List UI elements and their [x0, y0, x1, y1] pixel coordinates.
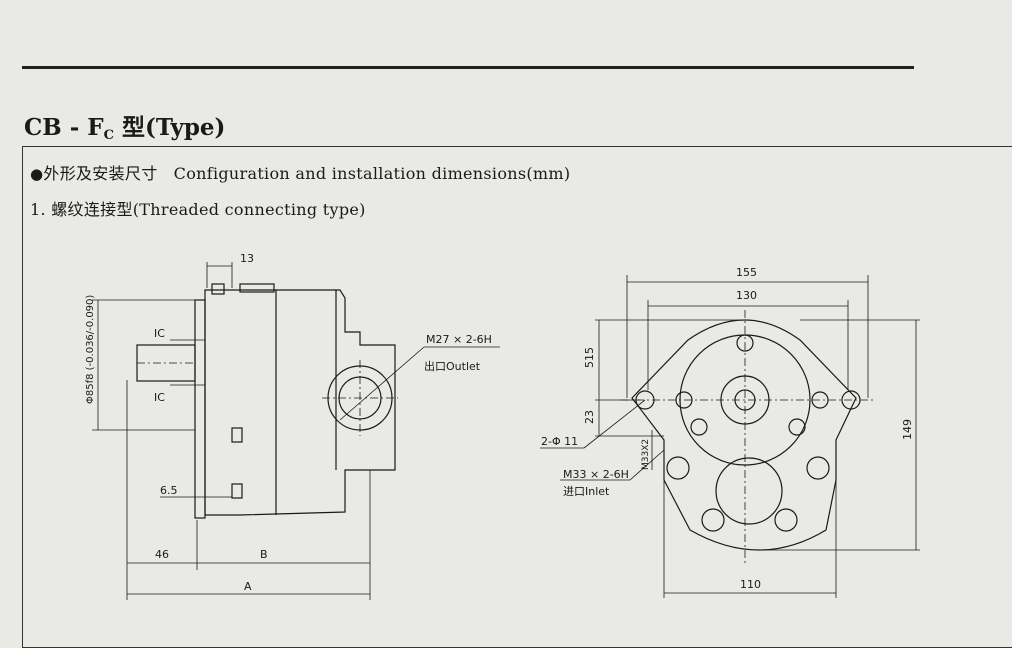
bolt-top — [736, 334, 754, 352]
side-bolt-upper — [231, 427, 243, 443]
label-ic-lower: IC — [154, 391, 165, 404]
section-label-cn: 外形及安装尺寸 — [43, 164, 158, 183]
dim-13: 13 — [240, 252, 254, 265]
dim-a: A — [244, 580, 252, 593]
technical-drawing: 13 IC IC Φ85f8 (-0.036/-0.090) M27 × 2-6… — [85, 252, 920, 600]
dim-b: B — [260, 548, 268, 561]
bullet-icon: ● — [30, 165, 44, 183]
inlet-bolt-upper-right — [806, 456, 830, 480]
inlet-bolt-upper-left — [666, 456, 690, 480]
outlet-label: 出口Outlet — [424, 359, 481, 373]
top-bolt-head — [211, 283, 225, 295]
inlet-label: 进口Inlet — [563, 485, 610, 498]
dim-46: 46 — [155, 548, 169, 561]
dim-155: 155 — [736, 266, 757, 279]
section-heading: ●外形及安装尺寸 Configuration and installation … — [30, 160, 570, 184]
catalog-page: CB - FC 型(Type) ●外形及安装尺寸 Configuration a… — [22, 66, 1012, 648]
front-view-labels: 155 130 515 23 149 110 2-Φ 11 M33X2 M33 … — [541, 266, 914, 591]
title-suffix: 型(Type) — [114, 114, 226, 141]
inlet-bolt-lower-right — [774, 508, 798, 532]
dim-515: 515 — [583, 347, 596, 368]
dim-23: 23 — [583, 410, 596, 424]
inlet-bolt-lower-left — [701, 508, 725, 532]
side-bolt-lower — [231, 483, 243, 499]
flange — [194, 299, 206, 519]
inlet-side-thread: M33X2 — [641, 439, 651, 470]
front-flange — [631, 319, 857, 551]
mount-holes: 2-Φ 11 — [541, 435, 578, 448]
dim-149: 149 — [901, 419, 914, 440]
top-bolt — [239, 283, 275, 293]
bolt-lower-right — [788, 418, 806, 436]
side-view — [92, 262, 500, 600]
front-view — [540, 275, 920, 598]
page-title: CB - FC 型(Type) — [24, 108, 225, 143]
inlet-thread: M33 × 2-6H — [563, 468, 629, 481]
title-main: CB - F — [24, 114, 104, 141]
top-rule — [22, 66, 914, 69]
pump-body — [204, 289, 396, 516]
inlet-port — [715, 457, 783, 525]
subsection-heading: 1. 螺纹连接型(Threaded connecting type) — [30, 200, 366, 219]
dim-130: 130 — [736, 289, 757, 302]
bolt-lower-left — [690, 418, 708, 436]
dim-6-5: 6.5 — [160, 484, 178, 497]
label-ic-upper: IC — [154, 327, 165, 340]
section-label-en: Configuration and installation dimension… — [173, 164, 571, 183]
side-view-labels: 13 IC IC Φ85f8 (-0.036/-0.090) M27 × 2-6… — [85, 252, 492, 593]
dim-shaft-diameter: Φ85f8 (-0.036/-0.090) — [85, 295, 96, 404]
title-subscript: C — [103, 128, 114, 143]
outlet-thread: M27 × 2-6H — [426, 333, 492, 346]
dim-110: 110 — [740, 578, 761, 591]
